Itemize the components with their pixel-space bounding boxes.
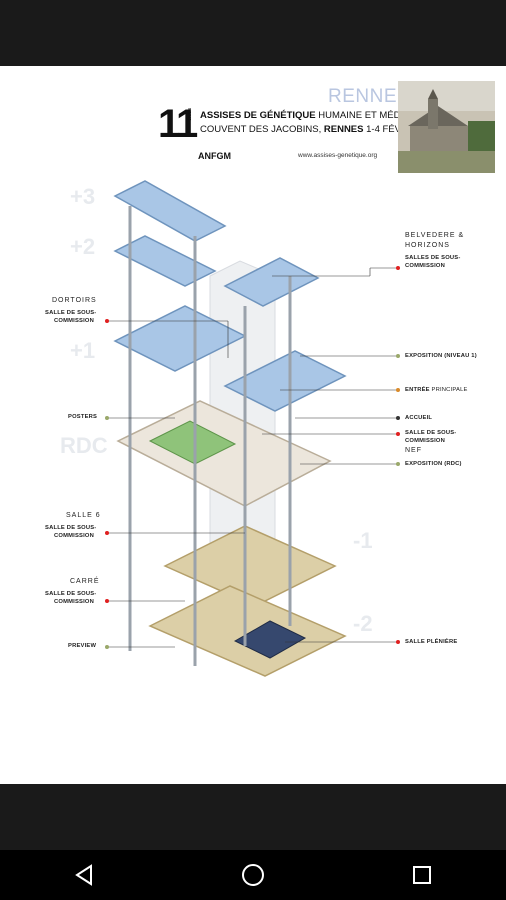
- level-plus2: +2: [70, 234, 96, 259]
- label-accueil: ACCUEIL: [405, 415, 433, 421]
- label-belvedere-room-2: COMMISSION: [405, 263, 446, 269]
- label-carre: CARRÉ: [70, 578, 100, 585]
- label-pleniere: SALLE PLÉNIÈRE: [405, 639, 458, 645]
- floor-plus1-right: [223, 350, 347, 412]
- level-minus1: -1: [353, 528, 373, 553]
- status-bar: [0, 0, 506, 66]
- label-expo-rdc: EXPOSITION (RDC): [405, 461, 462, 467]
- label-entree: ENTRÉE PRINCIPALE: [405, 387, 468, 393]
- level-rdc: RDC: [60, 433, 108, 458]
- recents-button[interactable]: [392, 855, 452, 895]
- home-circle-icon: [241, 864, 264, 886]
- label-belvedere-room-1: SALLES DE SOUS-: [405, 255, 461, 261]
- edition-number: 11: [158, 102, 198, 146]
- floor-belvedere: [223, 257, 320, 307]
- android-nav-bar: [0, 850, 506, 900]
- level-plus1: +1: [70, 338, 96, 363]
- floor-plan-diagram: [105, 180, 400, 677]
- floor-minus2: [148, 585, 347, 677]
- back-button[interactable]: [54, 855, 114, 895]
- label-carre-room-2: COMMISSION: [54, 599, 95, 605]
- organizer-logo: ANFGM: [198, 151, 231, 161]
- level-minus2: -2: [353, 611, 373, 636]
- home-button[interactable]: [223, 855, 283, 895]
- label-nef: NEF: [405, 447, 422, 454]
- label-dortoirs: DORTOIRS: [52, 297, 97, 304]
- label-nef-room-2: COMMISSION: [405, 438, 446, 444]
- label-horizons: HORIZONS: [405, 242, 450, 249]
- document-viewer[interactable]: 11 èmes RENNES ASSISES DE GÉNÉTIQUE HUMA…: [0, 66, 506, 784]
- salle-pleniere-room: [233, 620, 307, 659]
- floor-plus2: [113, 235, 217, 287]
- viewer-bottom-band: [0, 784, 506, 850]
- label-preview: PREVIEW: [68, 643, 97, 649]
- website-link[interactable]: www.assises-genetique.org: [298, 152, 378, 159]
- event-title: ASSISES DE GÉNÉTIQUE HUMAINE ET MÉDICALE: [200, 110, 428, 121]
- courtyard: [148, 420, 237, 465]
- venue-photo: [398, 81, 495, 173]
- label-belvedere: BELVEDERE &: [405, 232, 465, 239]
- recents-square-icon: [412, 866, 431, 884]
- floor-plus3: [113, 180, 227, 242]
- floor-rdc: [116, 400, 332, 507]
- label-carre-room-1: SALLE DE SOUS-: [45, 591, 97, 597]
- label-posters: POSTERS: [68, 414, 98, 420]
- city-title: RENNES: [328, 86, 411, 107]
- label-salle6: SALLE 6: [66, 512, 101, 519]
- label-nef-room-1: SALLE DE SOUS-: [405, 430, 457, 436]
- label-dortoirs-room-2: COMMISSION: [54, 318, 95, 324]
- label-salle6-room-1: SALLE DE SOUS-: [45, 525, 97, 531]
- back-triangle-icon: [75, 864, 93, 886]
- level-plus3: +3: [70, 184, 96, 209]
- label-expo-n1: EXPOSITION (NIVEAU 1): [405, 353, 477, 359]
- label-dortoirs-room-1: SALLE DE SOUS-: [45, 310, 97, 316]
- label-salle6-room-2: COMMISSION: [54, 533, 95, 539]
